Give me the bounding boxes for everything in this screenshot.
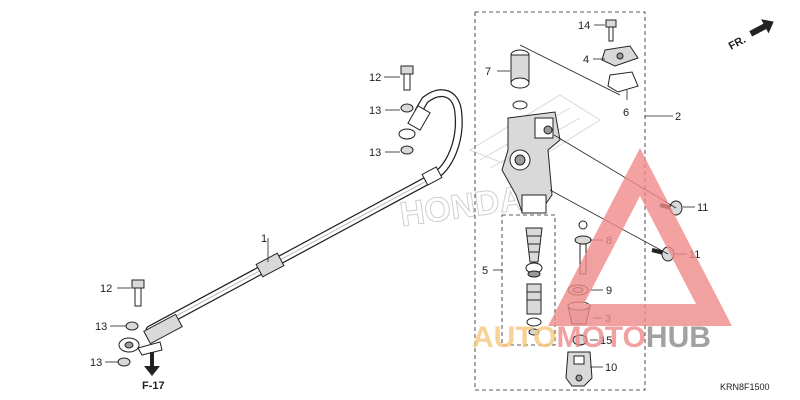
callout-6: 6 [623,107,629,119]
joint-plate-hole [616,52,624,60]
callout-14: 14 [578,20,590,32]
piston-set [525,227,543,336]
callout-13-upper-b: 13 [369,147,381,159]
watermark: AUTOMOTOHUB [472,148,732,354]
callout-12-lower: 12 [100,283,112,295]
front-direction-indicator: FR. [727,19,774,53]
banjo-bolt-upper [400,65,414,91]
master-cylinder-body [501,111,561,214]
svg-text:AUTOMOTOHUB: AUTOMOTOHUB [472,321,711,354]
callout-12-upper: 12 [369,72,381,84]
callout-9: 9 [606,285,612,297]
reservoir-joint [510,49,530,110]
sealing-washer-lower-b [117,357,131,367]
front-label: FR. [727,34,748,53]
callout-2: 2 [675,111,681,123]
assembly-boundary [474,11,646,391]
watermark-text-hub: HUB [646,321,711,354]
callout-15: 15 [600,335,612,347]
callout-4: 4 [583,54,589,66]
joint-bolt [605,19,617,42]
callout-13-upper-a: 13 [369,105,381,117]
watermark-triangle-icon [548,148,732,326]
callout-7: 7 [485,66,491,78]
watermark-text-auto: AUTO [472,321,556,354]
callout-1: 1 [261,233,267,245]
callout-5: 5 [482,265,488,277]
sealing-washer-upper-b [400,145,414,155]
watermark-text-moto: MOTO [556,321,645,354]
sealing-washer-upper-a [400,103,414,113]
down-arrow-icon [144,352,160,376]
brake-hose [118,89,463,356]
callout-13-lower-a: 13 [95,321,107,333]
clevis [565,351,593,387]
lock-nut [572,334,588,346]
subassembly-boundary [501,214,556,346]
callout-11-upper: 11 [697,202,708,214]
callout-10: 10 [605,362,617,374]
section-reference: F-17 [142,352,165,392]
joint-gasket [607,71,639,93]
front-arrow-icon [749,19,774,37]
callout-13-lower-b: 13 [90,357,102,369]
section-reference-label: F-17 [142,380,165,392]
banjo-bolt-lower [131,279,145,307]
drawing-code: KRN8F1500 [720,382,770,392]
hose-banjo-upper [398,128,416,140]
sealing-washer-lower-a [125,321,139,331]
